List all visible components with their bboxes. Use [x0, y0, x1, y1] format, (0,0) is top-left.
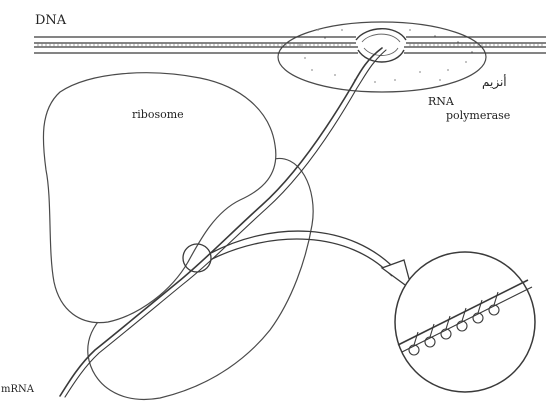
label-rna-polymerase-line1: RNA: [428, 95, 454, 108]
label-rna-polymerase-arabic: أنزيم: [482, 75, 507, 89]
rna-polymerase-oval: [278, 22, 486, 92]
label-ribosome: ribosome: [132, 108, 184, 121]
label-mrna: mRNA: [1, 384, 34, 395]
zoom-arrow: [211, 231, 412, 290]
label-rna-polymerase: RNA polymerase: [428, 95, 510, 123]
label-rna-polymerase-line2: polymerase: [446, 109, 510, 122]
transcription-bubble-inner: [362, 34, 400, 55]
label-dna: DNA: [35, 13, 66, 28]
